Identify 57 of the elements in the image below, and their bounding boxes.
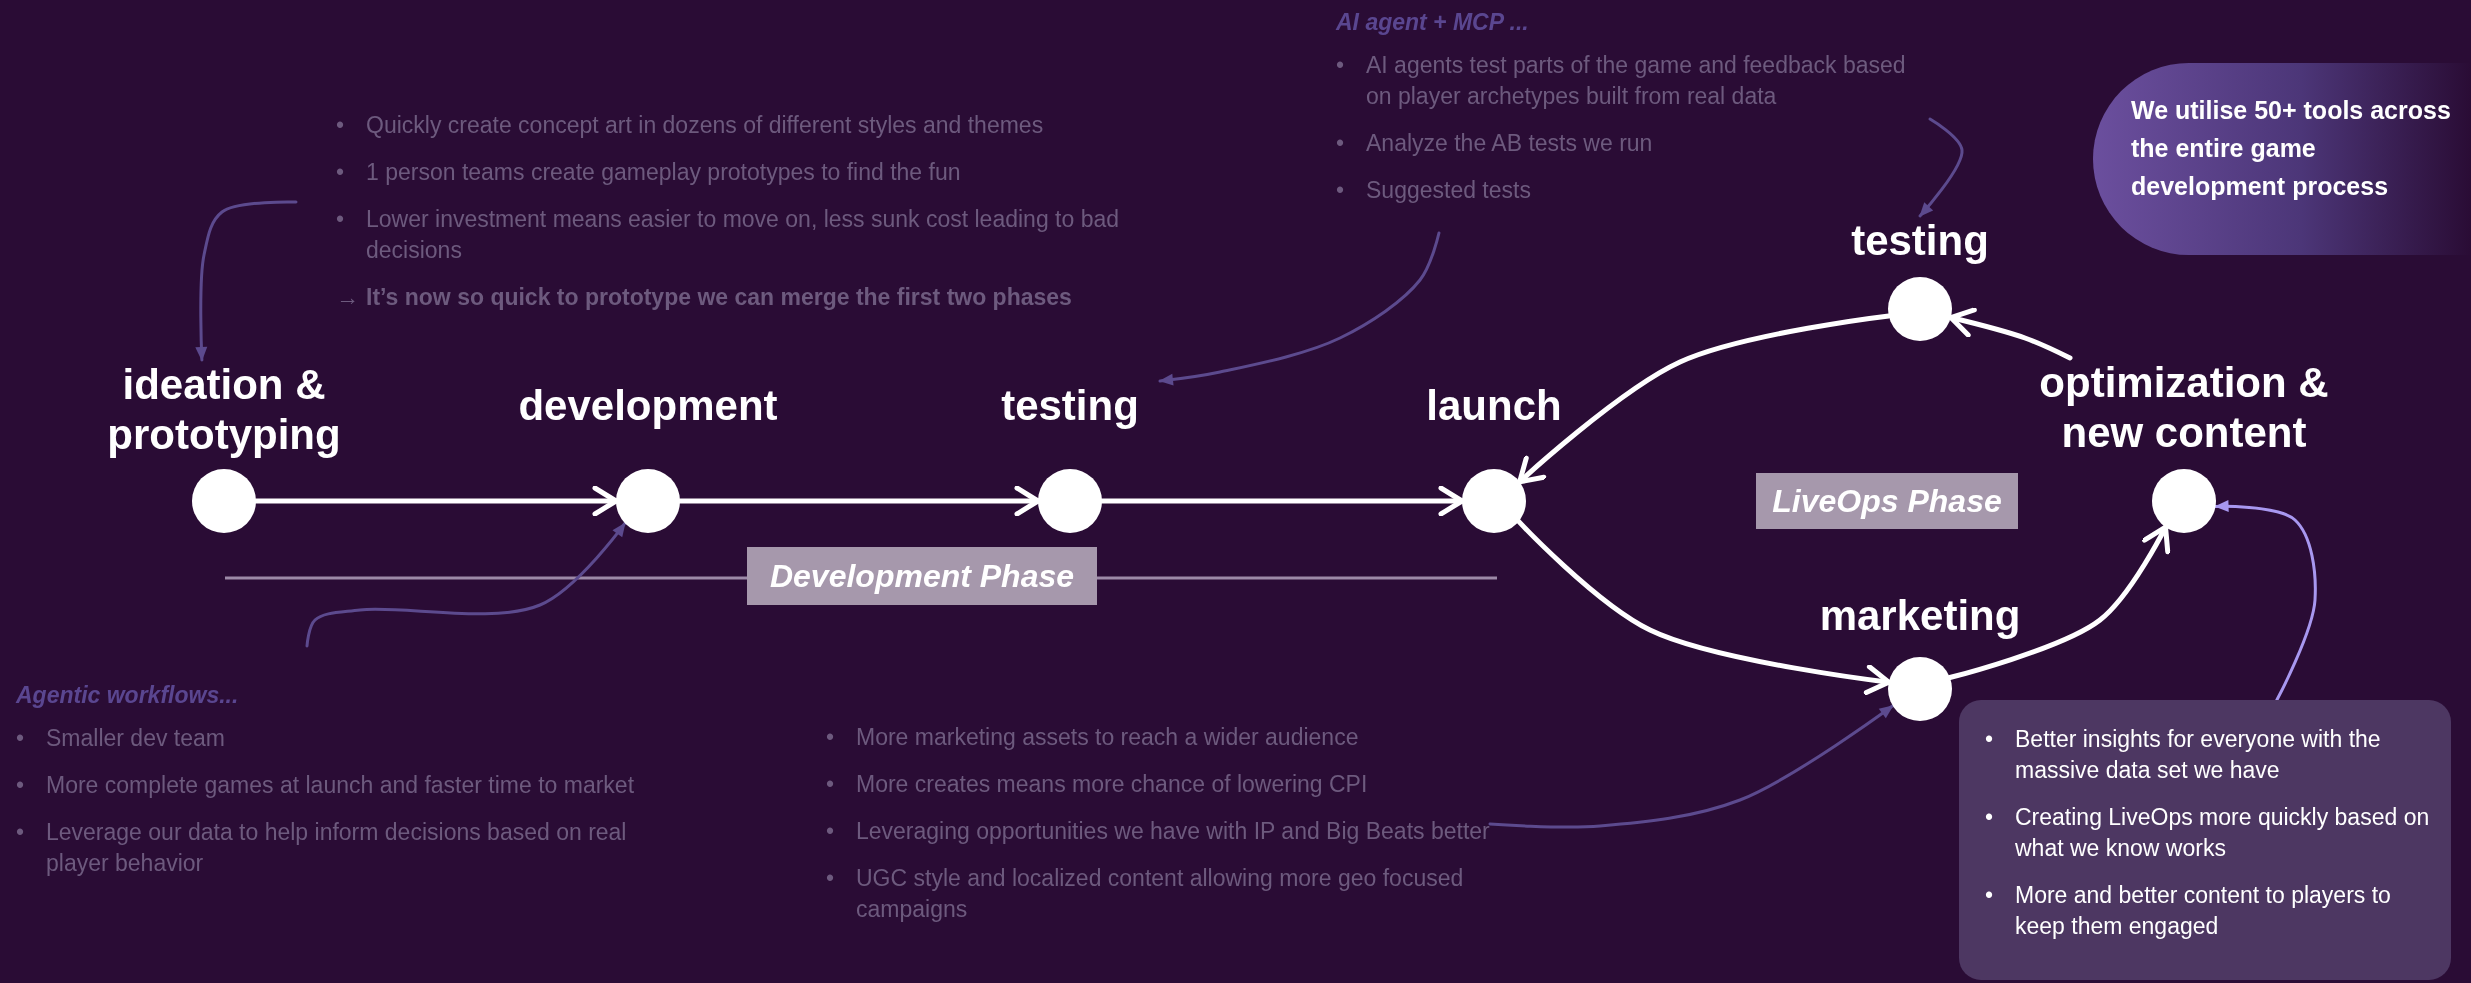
bullet-text: Leveraging opportunities we have with IP and Big Beats better (856, 817, 1490, 846)
bullet-text: Leverage our data to help inform decisions based on real player behavior (46, 818, 628, 878)
info-card (1959, 700, 2451, 980)
bullet-marker: • (1336, 176, 1346, 205)
bullet-marker: • (1985, 725, 1995, 754)
bullet-text: Lower investment means easier to move on, less sunk cost leading to bad decisions (366, 205, 1120, 265)
bullet-text: Creating LiveOps more quickly based on what we know works (2015, 803, 2431, 863)
bullet-text: 1 person teams create gameplay prototypes to find the fun (366, 158, 961, 187)
bullet-marker: → (336, 283, 360, 312)
stage-label: development (518, 381, 778, 431)
bullet-text: More and better content to players to keep them engaged (2015, 881, 2392, 941)
flow-arrow (1947, 524, 2171, 681)
flow-arrow (1948, 307, 2073, 361)
bullet-text: AI agents test parts of the game and feedback based on player archetypes built from real data (1366, 51, 1907, 111)
leader-arrow (195, 200, 298, 362)
flow-arrow (1517, 313, 1892, 485)
bullet-text: Quickly create concept art in dozens of different styles and themes (366, 111, 1044, 140)
bullet-text: More creates means more chance of lowering CPI (856, 770, 1368, 799)
bullet-text: Analyze the AB tests we run (1366, 129, 1653, 158)
bullet-marker: • (16, 724, 26, 753)
stage-label: ideation & prototyping (106, 360, 342, 460)
callout-text: We utilise 50+ tools across the entire game development process (2131, 95, 2452, 202)
tools-heading: AI agent + MCP ... (1336, 8, 1530, 37)
leader-arrow (1158, 231, 1441, 386)
leader-arrow (2214, 500, 2317, 702)
leader-arrow (305, 521, 627, 648)
stage-label: optimization & new content (2038, 358, 2330, 458)
stage-label: launch (1426, 381, 1562, 431)
bullet-marker: • (826, 723, 836, 752)
stage-label: marketing (1819, 591, 2021, 641)
leader-arrow (1918, 117, 1964, 218)
bullet-marker: • (1985, 803, 1995, 832)
bullet-marker: • (1336, 51, 1346, 80)
bullet-marker: • (1985, 881, 1995, 910)
bullet-text: It’s now so quick to prototype we can merge the first two phases (366, 283, 1072, 312)
bullet-marker: • (336, 111, 346, 140)
bullet-text: More complete games at launch and faster time to market (46, 771, 635, 800)
bullet-marker: • (16, 818, 26, 847)
bullet-text: UGC style and localized content allowing more geo focused campaigns (856, 864, 1465, 924)
bullet-marker: • (336, 158, 346, 187)
phase-tag: LiveOps Phase (1756, 473, 2018, 529)
flow-arrow (1516, 518, 1892, 695)
bullet-marker: • (826, 770, 836, 799)
bullet-marker: • (16, 771, 26, 800)
stage-label: testing (1851, 216, 1989, 266)
bullet-marker: • (826, 817, 836, 846)
bullet-marker: • (1336, 129, 1346, 158)
bullet-text: Suggested tests (1366, 176, 1531, 205)
tools-heading: Agentic workflows... (16, 681, 240, 710)
bullet-text: More marketing assets to reach a wider audience (856, 723, 1359, 752)
leader-arrow (1488, 704, 1895, 829)
phase-tag: Development Phase (747, 547, 1097, 605)
bullet-text: Smaller dev team (46, 724, 225, 753)
stage-label: testing (1001, 381, 1139, 431)
bullet-marker: • (336, 205, 346, 234)
bullet-text: Better insights for everyone with the massive data set we have (2015, 725, 2382, 785)
bullet-marker: • (826, 864, 836, 893)
